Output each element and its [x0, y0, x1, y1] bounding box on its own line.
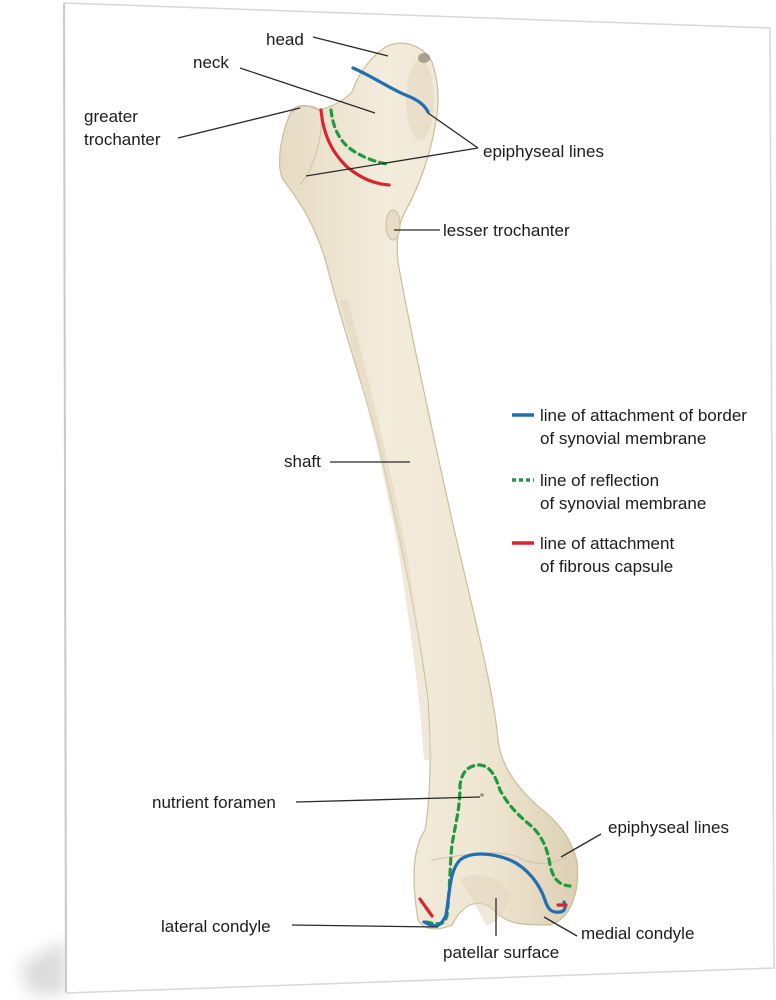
- label-greater-trochanter-1: greater: [84, 107, 138, 126]
- legend-item-fibrous-capsule: line of attachment of fibrous capsule: [512, 534, 674, 576]
- patellar-groove: [460, 875, 510, 925]
- legend-text-1a: line of attachment of border: [540, 406, 747, 425]
- attachment-lines: [319, 66, 572, 928]
- legend-item-synovial-reflection: line of reflection of synovial membrane: [512, 471, 706, 513]
- distal-synovial-attachment-line: [422, 852, 567, 928]
- proximal-synovial-reflection-line: [329, 108, 389, 166]
- legend-item-synovial-attachment: line of attachment of border of synovial…: [512, 406, 747, 448]
- label-patellar-surface: patellar surface: [443, 943, 559, 962]
- labels: head neck greater trochanter epiphyseal …: [84, 30, 729, 962]
- leader-epiphyseal-upper-a: [427, 112, 479, 149]
- leader-lateral-condyle: [291, 924, 439, 928]
- leader-greater-trochanter: [177, 107, 301, 139]
- legend-text-2a: line of reflection: [540, 471, 659, 490]
- lesser-trochanter-bump: [385, 209, 401, 241]
- leader-epiphyseal-upper-b: [305, 147, 479, 177]
- leader-head: [312, 36, 389, 57]
- legend-text-3b: of fibrous capsule: [540, 557, 673, 576]
- label-nutrient-foramen: nutrient foramen: [152, 793, 276, 812]
- nutrient-foramen-dot: [480, 793, 484, 797]
- legend-text-2b: of synovial membrane: [540, 494, 706, 513]
- label-epiphyseal-lines-upper: epiphyseal lines: [483, 142, 604, 161]
- femur-bone: [279, 42, 579, 930]
- label-head: head: [266, 30, 304, 49]
- proximal-synovial-attachment-line: [351, 66, 430, 114]
- proximal-fibrous-capsule-line: [319, 108, 391, 187]
- distal-fibrous-capsule-line-lateral: [418, 897, 434, 918]
- leader-epiphyseal-lower: [560, 833, 602, 858]
- label-shaft: shaft: [284, 452, 321, 471]
- canvas-shadow: [20, 940, 66, 995]
- label-greater-trochanter-2: trochanter: [84, 130, 161, 149]
- shaft-shade: [340, 300, 432, 760]
- legend: line of attachment of border of synovial…: [512, 406, 747, 576]
- label-neck: neck: [193, 53, 229, 72]
- femoral-head-shade: [406, 60, 434, 140]
- distal-epiphyseal-crack: [431, 852, 567, 864]
- label-lateral-condyle: lateral condyle: [161, 917, 271, 936]
- canvas-left-edge: [63, 3, 67, 993]
- greater-trochanter-outline: [291, 105, 322, 186]
- label-medial-condyle: medial condyle: [581, 924, 694, 943]
- leader-nutrient-foramen: [295, 796, 481, 803]
- leader-medial-condyle: [543, 916, 578, 937]
- leader-lines: [177, 36, 602, 937]
- leader-neck: [239, 67, 376, 114]
- label-lesser-trochanter: lesser trochanter: [443, 221, 570, 240]
- label-epiphyseal-lines-lower: epiphyseal lines: [608, 818, 729, 837]
- legend-text-3a: line of attachment: [540, 534, 674, 553]
- legend-text-1b: of synovial membrane: [540, 429, 706, 448]
- fovea-capitis: [418, 53, 430, 63]
